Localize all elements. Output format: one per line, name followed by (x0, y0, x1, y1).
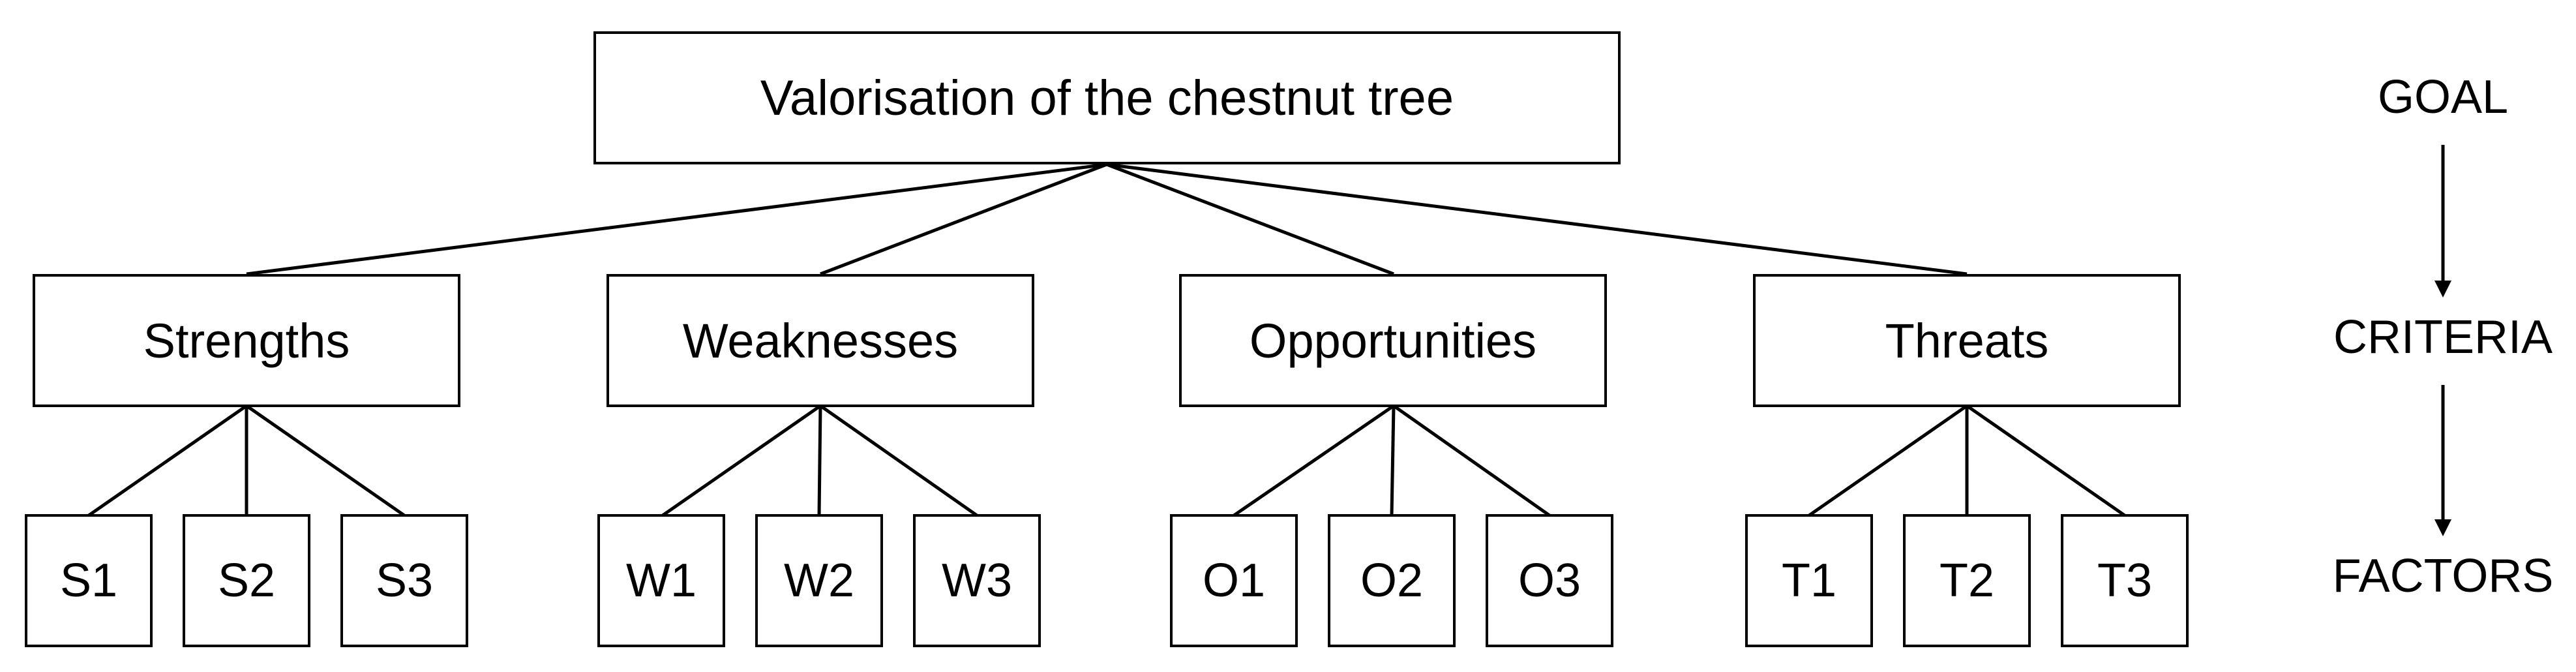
criteria-box-weaknesses: Weaknesses (607, 274, 1034, 407)
factor-box-t1: T1 (1745, 514, 1873, 647)
level-label-goal: GOAL (2377, 71, 2509, 123)
factor-box-t2: T2 (1903, 514, 2031, 647)
opportunities-to-o2-line (1390, 405, 1396, 516)
factor-box-w2: W2 (755, 514, 883, 647)
criteria-to-factors-arrowhead (2434, 519, 2451, 536)
factor-box-s1: S1 (25, 514, 153, 647)
threats-to-t3-line (1966, 404, 2126, 517)
goal-to-strengths-line (246, 162, 1107, 276)
strengths-to-s1-line (87, 404, 248, 517)
factor-box-o1: O1 (1170, 514, 1298, 647)
level-label-criteria: CRITERIA (2333, 311, 2553, 363)
factor-label-w2: W2 (784, 555, 854, 607)
opportunities-to-o1-line (1233, 404, 1395, 517)
factor-box-s2: S2 (183, 514, 310, 647)
criteria-label-opportunities: Opportunities (1249, 313, 1537, 368)
factor-box-w1: W1 (597, 514, 725, 647)
factor-label-o2: O2 (1360, 555, 1424, 607)
opportunities-to-o3-line (1392, 404, 1551, 517)
factor-box-s3: S3 (340, 514, 468, 647)
goal-box: Valorisation of the chestnut tree (593, 31, 1621, 164)
factor-label-t2: T2 (1939, 555, 1995, 607)
factor-label-t3: T3 (2097, 555, 2153, 607)
strengths-to-s3-line (245, 404, 406, 517)
level-label-factors: FACTORS (2332, 550, 2554, 602)
goal-to-threats-line (1106, 162, 1968, 276)
factor-box-w3: W3 (913, 514, 1041, 647)
criteria-label-strengths: Strengths (143, 313, 350, 368)
goal-to-criteria-arrowhead (2434, 281, 2451, 298)
criteria-box-opportunities: Opportunities (1179, 274, 1607, 407)
criteria-box-strengths: Strengths (33, 274, 460, 407)
factor-label-s1: S1 (59, 555, 118, 607)
weaknesses-to-w1-line (661, 404, 822, 517)
factor-label-w1: W1 (626, 555, 696, 607)
weaknesses-to-w3-line (819, 404, 978, 517)
factor-label-w3: W3 (942, 555, 1012, 607)
criteria-label-weaknesses: Weaknesses (682, 313, 959, 368)
weaknesses-to-w2-line (817, 405, 822, 516)
factor-label-t1: T1 (1781, 555, 1837, 607)
factor-label-o1: O1 (1202, 555, 1266, 607)
factor-label-s3: S3 (375, 555, 434, 607)
factor-label-o3: O3 (1518, 555, 1581, 607)
goal-to-weaknesses-line (820, 162, 1107, 276)
goal-to-opportunities-line (1106, 162, 1394, 276)
criteria-label-threats: Threats (1885, 313, 2049, 368)
criteria-box-threats: Threats (1753, 274, 2181, 407)
factor-label-s2: S2 (217, 555, 276, 607)
threats-to-t1-line (1808, 404, 1968, 517)
factor-box-t3: T3 (2061, 514, 2189, 647)
factor-box-o3: O3 (1486, 514, 1613, 647)
goal-label: Valorisation of the chestnut tree (760, 70, 1454, 126)
factor-box-o2: O2 (1328, 514, 1456, 647)
